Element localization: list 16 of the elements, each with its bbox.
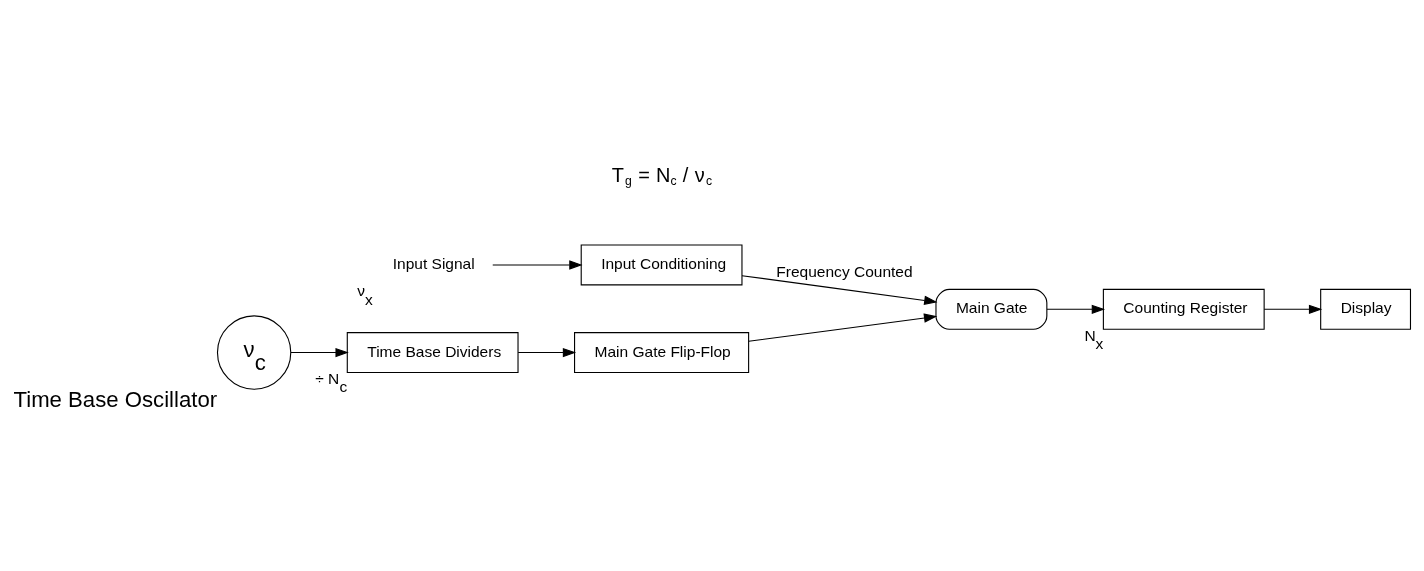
node-box: Time Base Dividers: [346, 332, 519, 374]
arrow: [1263, 304, 1323, 314]
arrow: [517, 347, 577, 358]
arrow: [748, 313, 938, 342]
node-box: Display: [1320, 288, 1412, 330]
node-label: Time Base Oscillator: [13, 386, 218, 412]
arrow: [492, 260, 583, 270]
node-box: Main Gate: [935, 288, 1048, 330]
arrow: [290, 347, 349, 358]
node-box: Main Gate Flip-Flop: [574, 332, 750, 374]
edge-label: Frequency Counted: [776, 263, 913, 281]
node-box: Counting Register: [1102, 288, 1265, 330]
node-text: Input Signal: [392, 255, 475, 273]
arrow: [1046, 304, 1106, 314]
arrow: [741, 275, 938, 305]
node-box: Input Conditioning: [580, 244, 743, 286]
